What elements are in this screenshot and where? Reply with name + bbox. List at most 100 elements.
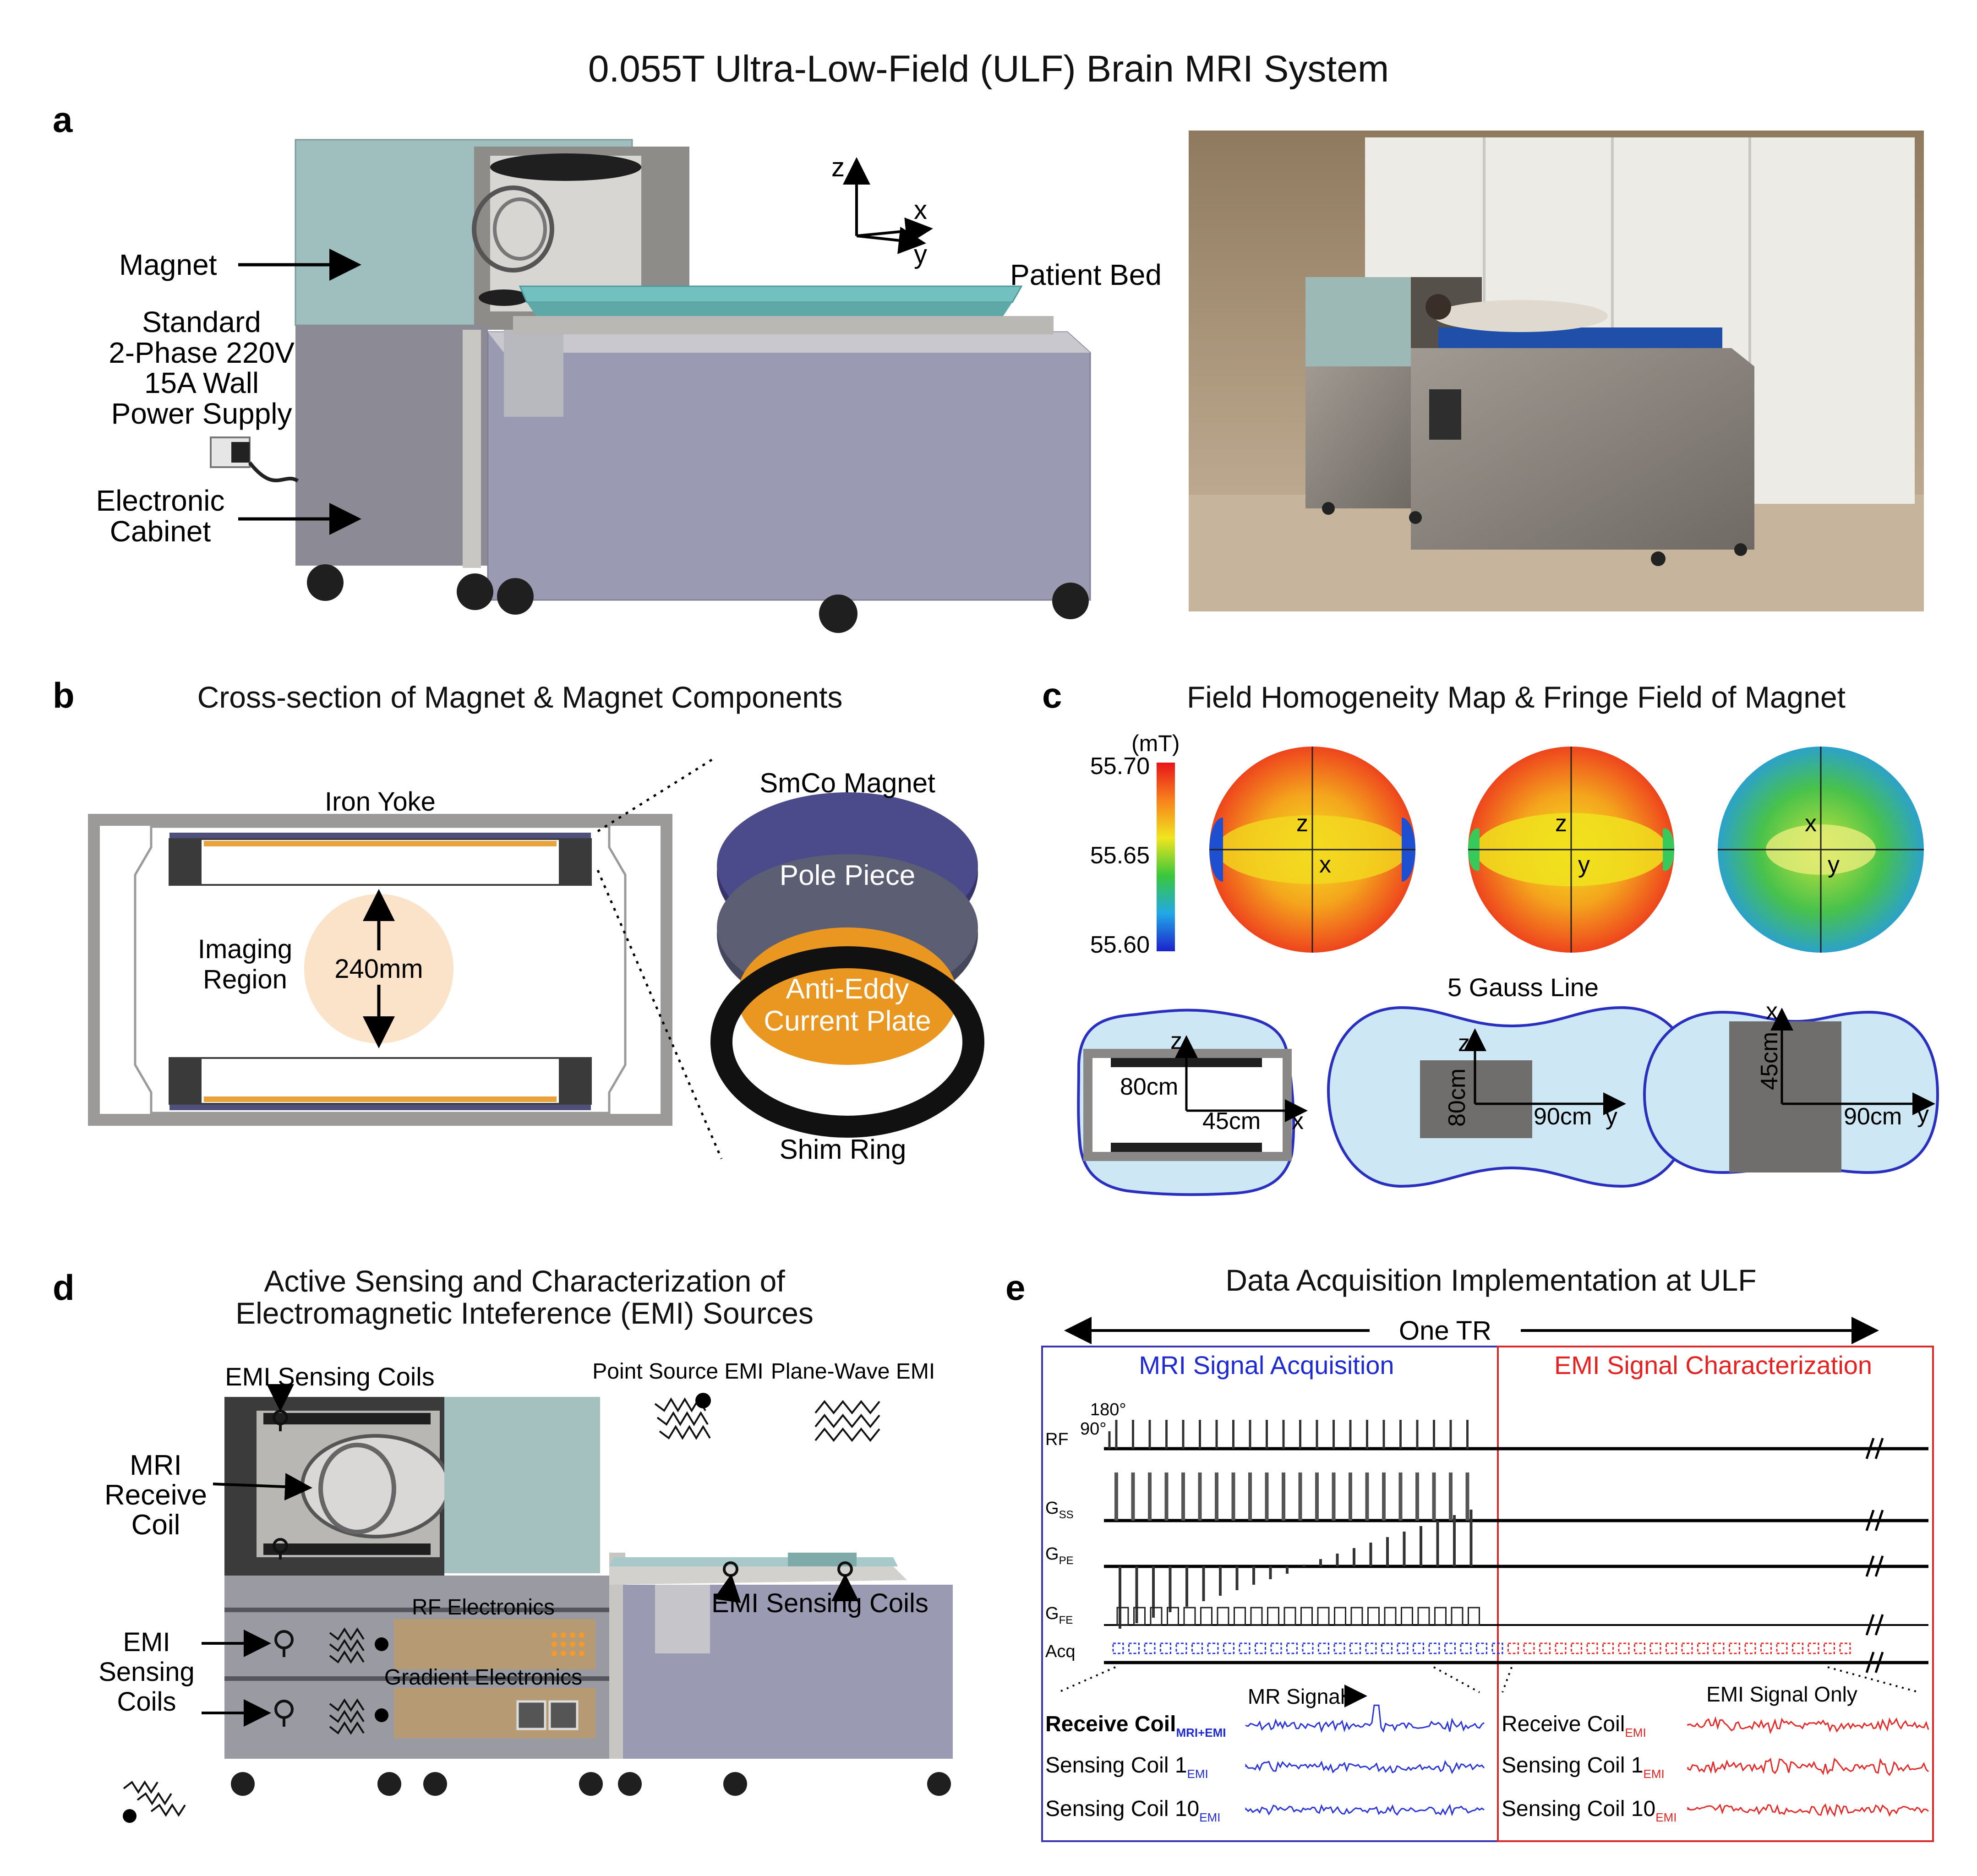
shim-ring-label: Shim Ring <box>780 1134 907 1165</box>
gfe-lobe <box>1133 1607 1146 1626</box>
sensing-coil-10-mri-waveform <box>1245 1804 1485 1816</box>
gss-lobe <box>1148 1472 1152 1521</box>
acq-window <box>1507 1642 1519 1654</box>
receive-coil-label-1: MRI <box>130 1450 182 1481</box>
gfe-gradient-train <box>1116 1607 1480 1626</box>
acq-window <box>1792 1642 1803 1654</box>
gfe-lobe <box>1234 1607 1246 1626</box>
system-cad-drawing <box>210 139 1091 633</box>
acq-window <box>1839 1642 1851 1654</box>
acq-window <box>1760 1642 1772 1654</box>
plane-wave-label: Plane-Wave EMI <box>771 1359 935 1384</box>
emi-coils-top-label: EMI Sensing Coils <box>225 1362 435 1391</box>
gfe-lobe <box>1267 1607 1279 1626</box>
emi-left-label-2: Sensing <box>98 1657 195 1687</box>
map3-h-axis: y <box>1828 851 1840 878</box>
panel-b-title: Cross-section of Magnet & Magnet Compone… <box>197 680 843 714</box>
acq-window <box>1349 1642 1361 1654</box>
magnet-components-stack <box>710 792 984 1138</box>
smco-label: SmCo Magnet <box>759 768 935 798</box>
gss-lobe <box>1449 1472 1453 1521</box>
gss-lobe <box>1332 1472 1336 1521</box>
rf-pulse-train <box>1108 1420 1469 1449</box>
gfe-lobe <box>1451 1607 1464 1626</box>
panel-c-letter: c <box>1042 675 1062 715</box>
panel-c-title: Field Homogeneity Map & Fringe Field of … <box>1187 680 1846 714</box>
right-signal-label-receive: Receive CoilEMI <box>1502 1712 1646 1740</box>
homogeneity-map-zy: z y <box>1468 747 1675 953</box>
gradient-electronics-label: Gradient Electronics <box>384 1665 582 1690</box>
acq-window <box>1824 1642 1835 1654</box>
row-label-acq: Acq <box>1045 1642 1075 1661</box>
acq-window <box>1744 1642 1756 1654</box>
pole-piece-label: Pole Piece <box>780 860 915 891</box>
fringe1-h-axis: x <box>1292 1108 1304 1134</box>
sensing-coil-10-emi-waveform <box>1687 1803 1929 1817</box>
homogeneity-map-xy: x y <box>1718 747 1924 953</box>
imaging-region-label-2: Region <box>203 965 287 994</box>
iron-yoke-label: Iron Yoke <box>325 787 436 817</box>
acq-window <box>1365 1642 1377 1654</box>
gfe-lobe <box>1116 1607 1129 1626</box>
gfe-lobe <box>1334 1607 1346 1626</box>
gfe-lobe <box>1384 1607 1397 1626</box>
row-label-gpe: GPE <box>1045 1544 1074 1567</box>
gpe-gradient-train <box>1119 1510 1473 1629</box>
gss-lobe <box>1131 1472 1135 1521</box>
acq-window <box>1491 1642 1503 1654</box>
acq-window <box>1571 1642 1582 1654</box>
fringe-field-xy: x y 45cm 90cm <box>1643 998 1939 1174</box>
homogeneity-map-zx: z x <box>1209 747 1415 953</box>
fringe-field-zy: z y 80cm 90cm <box>1327 1006 1697 1188</box>
axis-triad: z x y <box>831 153 933 269</box>
acq-window <box>1175 1642 1187 1654</box>
gss-lobe <box>1465 1472 1469 1521</box>
map3-v-axis: x <box>1805 810 1817 837</box>
right-signal-label-sensing10: Sensing Coil 10EMI <box>1502 1797 1677 1824</box>
colorbar-tick-low: 55.60 <box>1090 932 1150 958</box>
row-label-rf: RF <box>1045 1430 1069 1449</box>
gss-lobe <box>1181 1472 1185 1521</box>
panel-d-title-2: Electromagnetic Inteference (EMI) Source… <box>235 1296 814 1330</box>
emi-coils-right-label: EMI Sensing Coils <box>711 1588 928 1618</box>
acq-window <box>1444 1642 1456 1654</box>
acq-window <box>1333 1642 1345 1654</box>
cabinet-label-2: Cabinet <box>110 515 211 548</box>
gfe-lobe <box>1350 1607 1363 1626</box>
acq-window <box>1128 1642 1140 1654</box>
gss-lobe <box>1282 1472 1285 1521</box>
acq-window <box>1618 1642 1630 1654</box>
sensing-coil-1-mri-waveform <box>1245 1760 1485 1774</box>
colorbar-unit: (mT) <box>1131 731 1180 756</box>
gss-lobe <box>1315 1472 1319 1521</box>
acq-window <box>1302 1642 1314 1654</box>
right-signal-label-sensing1: Sensing Coil 1EMI <box>1502 1753 1665 1781</box>
system-photo <box>1189 131 1924 611</box>
sensing-coil-icon <box>273 1410 853 1727</box>
gss-lobe <box>1415 1472 1419 1521</box>
gss-lobe <box>1432 1472 1436 1521</box>
one-tr-label: One TR <box>1399 1316 1491 1346</box>
acq-window <box>1160 1642 1171 1654</box>
gfe-lobe <box>1317 1607 1330 1626</box>
dimension-label: 240mm <box>334 954 423 984</box>
acq-windows <box>1112 1642 1851 1654</box>
acq-window <box>1666 1642 1677 1654</box>
fringe2-h-dim: 90cm <box>1534 1103 1592 1130</box>
emi-system-drawing <box>224 1397 953 1796</box>
emi-left-label-3: Coils <box>117 1687 176 1717</box>
map1-h-axis: x <box>1319 851 1331 878</box>
gfe-lobe <box>1183 1607 1196 1626</box>
fringe3-h-axis: y <box>1917 1101 1929 1128</box>
power-label-3: 15A Wall <box>144 366 259 399</box>
map2-h-axis: y <box>1578 851 1590 878</box>
emi-wave-icon <box>123 1397 880 1817</box>
gss-lobe <box>1114 1472 1118 1521</box>
panel-e-letter: e <box>1005 1267 1025 1308</box>
gfe-lobe <box>1200 1607 1212 1626</box>
fringe2-h-axis: y <box>1606 1103 1617 1130</box>
colorbar: (mT) 55.70 55.65 55.60 <box>1090 731 1180 958</box>
panel-d: d Active Sensing and Characterization of… <box>53 1264 953 1823</box>
fringe2-v-axis: z <box>1458 1030 1470 1057</box>
